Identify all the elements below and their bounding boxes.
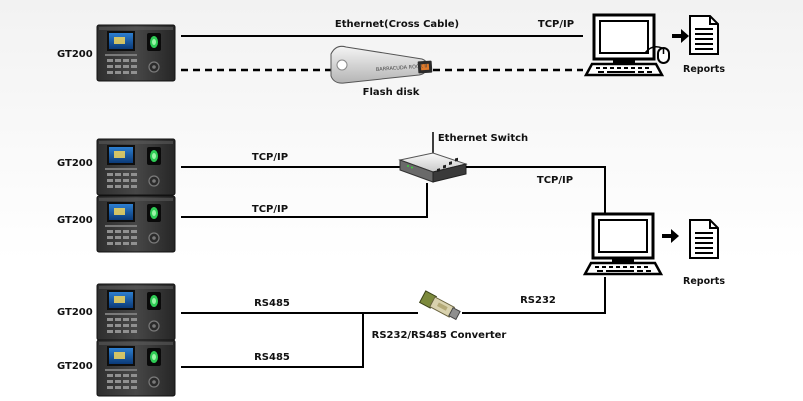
scenario2-group: GT200 GT200 TCP/IP TCP/IP Ethernet Switc… <box>57 132 725 287</box>
scenario1-group: GT200 Ethernet(Cross Cable) TCP/IP BARRA… <box>57 13 725 98</box>
device2-label: GT200 <box>57 158 93 169</box>
computer-icon-2 <box>583 212 663 276</box>
rs232-label: RS232 <box>520 295 556 306</box>
gt200-device-1 <box>96 24 176 82</box>
usb-brand-text: BARRACUDA ROCK II <box>376 63 428 73</box>
device5-label: GT200 <box>57 361 93 372</box>
rs232-rs485-converter-icon <box>418 290 461 321</box>
ethernet-switch-label: Ethernet Switch <box>438 133 528 144</box>
ethernet-switch-icon <box>398 132 468 183</box>
reports-label-2: Reports <box>683 276 725 287</box>
flash-disk-label: Flash disk <box>363 87 420 98</box>
tcpip-label-2: TCP/IP <box>252 152 288 163</box>
arrow-icon-1 <box>672 29 689 43</box>
converter-label: RS232/RS485 Converter <box>372 330 507 341</box>
rs232-line <box>462 277 606 314</box>
scenario3-group: GT200 GT200 RS485 RS485 RS232 RS232/RS48… <box>57 277 606 397</box>
mouse-icon <box>644 46 670 64</box>
report-icon-1 <box>689 15 719 55</box>
gt200-device-3 <box>96 195 176 253</box>
device4-label: GT200 <box>57 307 93 318</box>
reports-label-1: Reports <box>683 64 725 75</box>
cable-label: Ethernet(Cross Cable) <box>335 19 459 30</box>
report-icon-2 <box>689 219 719 259</box>
rs485-label-2: RS485 <box>254 352 290 363</box>
device5-rs485-line <box>181 313 364 368</box>
computer-icon-1 <box>584 13 664 77</box>
tcpip-label-1: TCP/IP <box>538 19 574 30</box>
rs485-label-1: RS485 <box>254 298 290 309</box>
device3-label: GT200 <box>57 215 93 226</box>
tcpip-label-3: TCP/IP <box>252 204 288 215</box>
gt200-device-4 <box>96 283 176 341</box>
usb-flash-disk-icon: BARRACUDA ROCK II <box>330 45 433 84</box>
tcpip-label-4: TCP/IP <box>537 175 573 186</box>
arrow-icon-2 <box>662 229 679 243</box>
gt200-device-2 <box>96 138 176 196</box>
device3-tcpip-line <box>181 183 428 218</box>
device1-label: GT200 <box>57 49 93 60</box>
switch-uplink-line <box>466 166 606 215</box>
gt200-device-5 <box>96 339 176 397</box>
